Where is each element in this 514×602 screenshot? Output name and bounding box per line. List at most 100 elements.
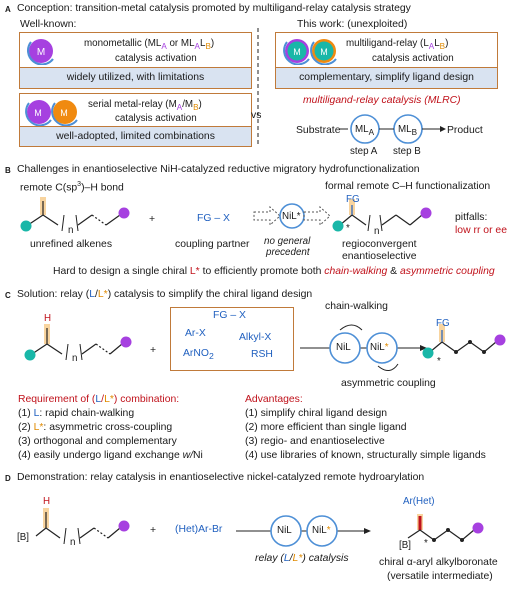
product-molecule-d (407, 514, 484, 542)
enantioselective-label: enantioselective (342, 251, 417, 262)
plus-c: + (150, 345, 157, 356)
chiral-label-d: chiral α-aryl alkylboronate (379, 557, 498, 568)
multiligand-icons: M M (283, 39, 337, 65)
rsh-c: RSH (251, 349, 273, 360)
relay-scheme (340, 114, 446, 144)
svg-text:M: M (34, 108, 42, 118)
nil-star-label-b: NiL* (282, 211, 301, 222)
plus-b: + (149, 214, 156, 225)
alkyl-x-c: Alkyl-X (239, 332, 272, 343)
star-d: * (424, 538, 428, 549)
vs-label: vs (251, 110, 262, 121)
svg-text:M: M (293, 47, 301, 57)
no-general-label: no general (264, 236, 311, 247)
svg-text:M: M (60, 108, 68, 118)
section-c-letter: C (5, 291, 11, 300)
monometallic-band: widely utilized, with limitations (20, 67, 251, 88)
relay-catalysts-c (300, 324, 427, 371)
arno2-c: ArNO2 (183, 348, 214, 362)
serial-band: well-adopted, limited combinations (20, 126, 251, 146)
multiligand-band: complementary, simplify ligand design (276, 67, 497, 88)
coupling-partner-label: coupling partner (175, 239, 250, 250)
alkene-molecule-c (24, 324, 132, 361)
relay-catalysts-d (236, 515, 371, 547)
ar-x-c: Ar-X (185, 328, 206, 339)
svg-text:M: M (37, 47, 45, 58)
section-b-letter: B (5, 166, 11, 175)
serial-subtitle: catalysis activation (115, 113, 197, 124)
section-d-letter: D (5, 474, 11, 483)
pitfalls-value: low rr or ee (455, 225, 507, 236)
section-a-letter: A (5, 5, 11, 14)
product-b-label-d: [B] (399, 540, 411, 551)
section-c-heading: Solution: relay (L/L*) catalysis to simp… (17, 289, 313, 300)
advantage-3: (3) regio- and enantioselective (245, 436, 385, 447)
product-label: Product (447, 125, 483, 136)
star-b: * (346, 223, 350, 234)
formal-remote-label: formal remote C–H functionalization (325, 181, 491, 192)
n-subscript-b2: n (374, 226, 380, 237)
star-c: * (437, 356, 441, 367)
serial-box: M M serial metal-relay (MA/MB) catalysis… (19, 93, 252, 147)
well-known-label: Well-known: (20, 19, 77, 30)
plus-d: + (150, 525, 157, 536)
alkene-molecule-b (20, 197, 130, 232)
section-d-heading: Demonstration: relay catalysis in enanti… (17, 472, 425, 483)
ml-a-label: MLA (355, 124, 375, 137)
section-b-heading: Challenges in enantioselective NiH-catal… (17, 164, 420, 175)
unrefined-label: unrefined alkenes (30, 239, 113, 250)
section-a-divider (257, 28, 259, 146)
monometallic-subtitle: catalysis activation (115, 53, 197, 64)
multiligand-subtitle: catalysis activation (372, 53, 454, 64)
n-subscript-c: n (72, 353, 78, 364)
fg-x-b: FG – X (197, 213, 230, 224)
substrate-label: Substrate (296, 125, 341, 136)
mlrc-label: multiligand-relay catalysis (MLRC) (303, 95, 461, 106)
multiligand-title: multiligand-relay (LALB) (346, 38, 449, 51)
asym-coupling-label-c: asymmetric coupling (341, 378, 436, 389)
b-label-d: [B] (17, 532, 29, 543)
nil-star-label-d: NiL* (312, 525, 331, 536)
versatile-label-d: (versatile intermediate) (387, 571, 493, 582)
ml-b-label: MLB (398, 124, 418, 137)
h-label-d: H (43, 496, 51, 507)
h-label-c: H (44, 313, 52, 324)
requirement-2: (2) L*: asymmetric cross-coupling (18, 422, 173, 433)
reagent-box-c: FG – X Ar-X Alkyl-X ArNO2 RSH (170, 307, 294, 371)
this-work-label: This work: (unexploited) (297, 19, 408, 30)
multiligand-box: M M multiligand-relay (LALB) catalysis a… (275, 32, 498, 89)
step-a-label: step A (350, 146, 378, 157)
nil-star-label-c: NiL* (370, 342, 389, 353)
chain-walking-label-c: chain-walking (325, 301, 388, 312)
section-a-heading: Conception: transition-metal catalysis p… (17, 3, 411, 14)
svg-text:M: M (320, 47, 328, 57)
step-b-label: step B (393, 146, 421, 157)
requirement-title: Requirement of (L/L*) combination: (18, 394, 180, 405)
fg-label-c: FG (436, 318, 450, 329)
pitfalls-label: pitfalls: (455, 212, 488, 223)
ar-het-label-d: Ar(Het) (403, 496, 435, 507)
serial-title: serial metal-relay (MA/MB) (88, 99, 202, 112)
monometallic-icon: M (27, 39, 54, 65)
remote-bond-label: remote C(sp3)–H bond (20, 181, 124, 194)
product-molecule-c (422, 324, 506, 359)
advantage-2: (2) more efficient than single ligand (245, 422, 407, 433)
fg-label-b: FG (346, 194, 360, 205)
product-molecule-b (332, 199, 432, 232)
nil-star-b (253, 203, 331, 229)
advantage-4: (4) use libraries of known, structurally… (245, 450, 486, 461)
requirement-3: (3) orthogonal and complementary (18, 436, 177, 447)
monometallic-box: M monometallic (MLA or MLALB) catalysis … (19, 32, 252, 89)
relay-catalysis-label-d: relay (L/L*) catalysis (255, 553, 349, 564)
nil-label-c: NiL (336, 342, 351, 353)
regioconvergent-label: regioconvergent (342, 239, 417, 250)
hard-to-design-line: Hard to design a single chiral L* to eff… (53, 266, 495, 277)
serial-icons: M M (25, 100, 78, 126)
fg-x-c: FG – X (213, 310, 246, 321)
n-subscript-b: n (68, 225, 74, 236)
requirement-4: (4) easily undergo ligand exchange w/Ni (18, 450, 203, 461)
requirement-1: (1) L: rapid chain-walking (18, 408, 135, 419)
n-subscript-d: n (70, 537, 76, 548)
monometallic-title: monometallic (MLA or MLALB) (84, 38, 215, 51)
precedent-label: precedent (266, 247, 310, 258)
